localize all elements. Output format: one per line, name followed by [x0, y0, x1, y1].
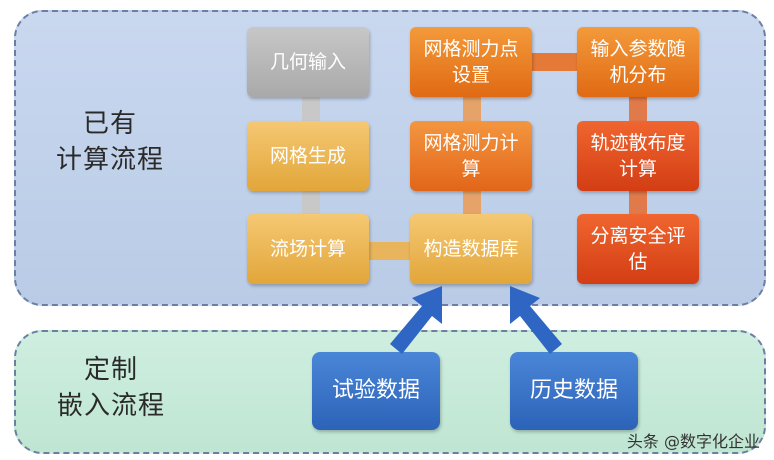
- test-data-box: 试验数据: [312, 352, 440, 430]
- arrow-up-left-icon: [390, 286, 442, 354]
- mesh-generation-box: 网格生成: [247, 121, 369, 191]
- history-data-box: 历史数据: [510, 352, 638, 430]
- flow-calc-box: 流场计算: [247, 214, 369, 284]
- embedded-label-line2: 嵌入流程: [56, 391, 165, 421]
- existing-process-label: 已有 计算流程: [40, 106, 180, 178]
- embedded-process-label: 定制 嵌入流程: [36, 352, 186, 424]
- trajectory-calc-box: 轨迹散布度计算: [577, 121, 699, 191]
- watermark: 头条 @数字化企业: [626, 432, 760, 451]
- input-param-random-box: 输入参数随机分布: [577, 27, 699, 97]
- geometry-input-box: 几何输入: [247, 27, 369, 97]
- build-database-box: 构造数据库: [410, 214, 532, 284]
- mesh-probe-setup-box: 网格测力点设置: [410, 27, 532, 97]
- separation-eval-box: 分离安全评估: [577, 214, 699, 284]
- connector-flow-to-db: [360, 242, 420, 260]
- embedded-label-line1: 定制: [83, 355, 138, 385]
- existing-label-line2: 计算流程: [55, 145, 164, 175]
- mesh-probe-calc-box: 网格测力计算: [410, 121, 532, 191]
- existing-label-line1: 已有: [82, 109, 137, 139]
- connector-probe-to-input: [524, 53, 584, 71]
- arrow-up-right-icon: [510, 286, 562, 354]
